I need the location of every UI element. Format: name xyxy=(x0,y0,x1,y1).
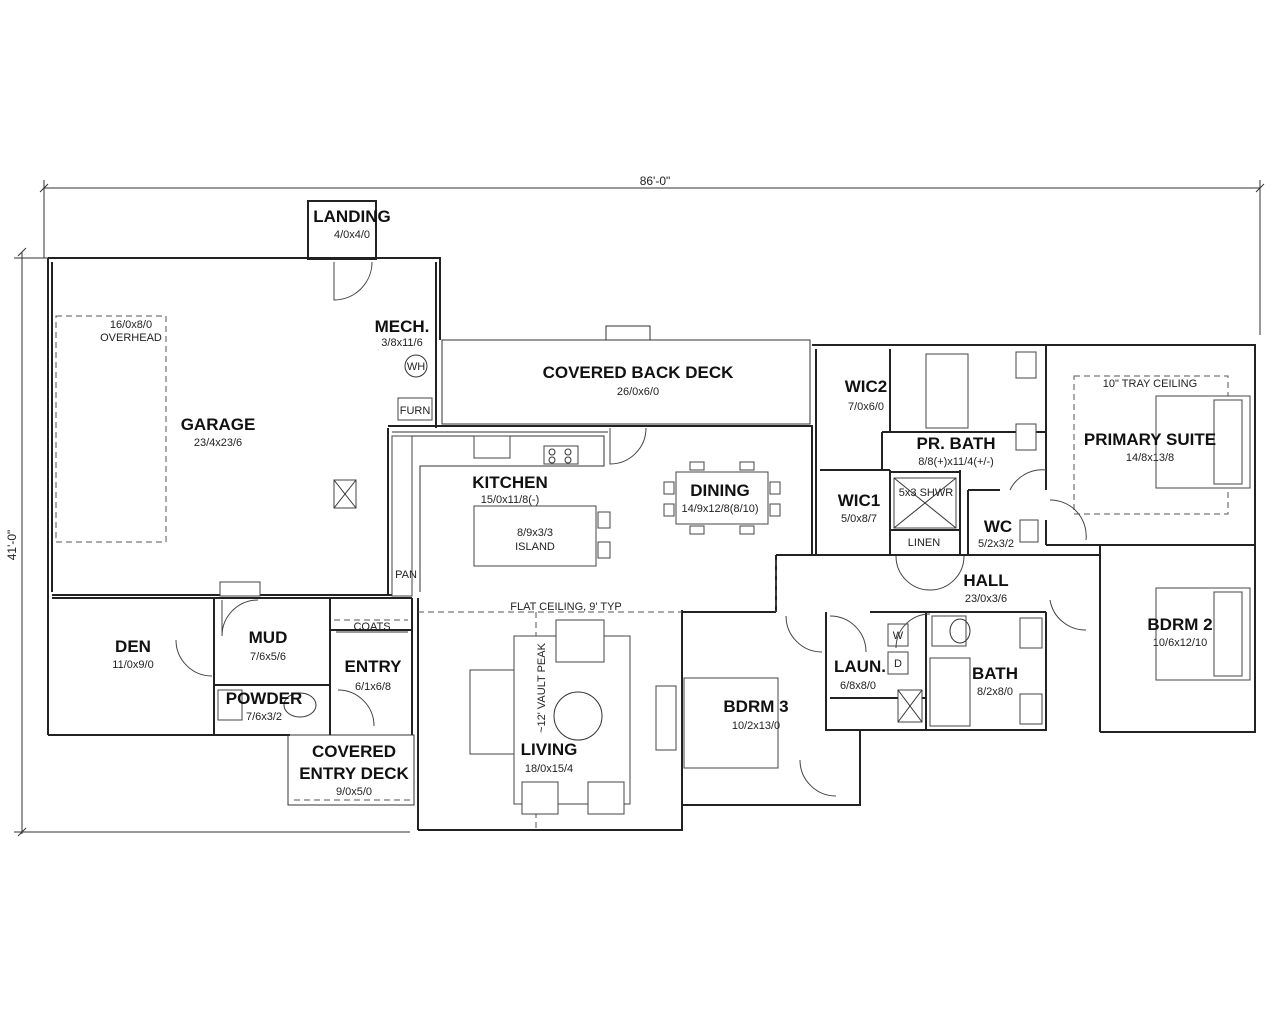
entry-size: 6/1x6/8 xyxy=(355,681,391,693)
living-size: 18/0x15/4 xyxy=(525,763,573,775)
overhead-door-label: OVERHEAD xyxy=(100,332,162,344)
bath-name: BATH xyxy=(972,664,1018,683)
den-size: 11/0x9/0 xyxy=(112,659,153,671)
wc-size: 5/2x3/2 xyxy=(978,538,1014,550)
garage-name: GARAGE xyxy=(181,415,256,434)
walls xyxy=(47,200,1256,831)
doors xyxy=(175,261,1087,797)
kitchen-size: 15/0x11/8(-) xyxy=(481,494,540,506)
pr-bath-name: PR. BATH xyxy=(916,434,995,453)
washer-label: W xyxy=(893,630,904,642)
mud-name: MUD xyxy=(249,628,288,647)
living-name: LIVING xyxy=(521,740,578,759)
entry-name: ENTRY xyxy=(345,657,403,676)
island-size: 8/9x3/3 xyxy=(517,527,553,539)
entry-deck-size: 9/0x5/0 xyxy=(336,786,372,798)
den-name: DEN xyxy=(115,637,151,656)
wic1-name: WIC1 xyxy=(838,491,881,510)
bdrm3-name: BDRM 3 xyxy=(723,697,788,716)
dryer-label: D xyxy=(894,658,902,670)
overall-width-label: 86'-0" xyxy=(640,174,671,188)
linen-label: LINEN xyxy=(908,537,940,549)
overhead-door-size: 16/0x8/0 xyxy=(110,319,152,331)
mud-size: 7/6x5/6 xyxy=(250,651,286,663)
primary-suite-size: 14/8x13/8 xyxy=(1126,452,1174,464)
water-heater-label: WH xyxy=(407,361,425,373)
dining-name: DINING xyxy=(690,481,750,500)
laundry-name: LAUN. xyxy=(834,657,886,676)
landing-size: 4/0x4/0 xyxy=(334,229,370,241)
hall-size: 23/0x3/6 xyxy=(965,593,1007,605)
overall-depth-label: 41'-0" xyxy=(5,530,19,561)
overall-depth-dimension: 41'-0" xyxy=(5,247,410,837)
flat-ceiling-note: FLAT CEILING, 9' TYP xyxy=(510,601,622,613)
wic1-size: 5/0x8/7 xyxy=(841,513,877,525)
wc-name: WC xyxy=(984,517,1012,536)
tray-ceiling-note: 10" TRAY CEILING xyxy=(1103,378,1197,390)
back-deck-size: 26/0x6/0 xyxy=(617,386,659,398)
dining-size: 14/9x12/8(8/10) xyxy=(681,503,758,515)
powder-name: POWDER xyxy=(226,689,303,708)
entry-deck-name-line1: COVERED xyxy=(312,742,396,761)
coats-label: COATS xyxy=(353,621,390,633)
back-deck-name: COVERED BACK DECK xyxy=(543,363,735,382)
landing-name: LANDING xyxy=(313,207,390,226)
primary-suite-name: PRIMARY SUITE xyxy=(1084,430,1216,449)
hall-name: HALL xyxy=(963,571,1008,590)
bath-size: 8/2x8/0 xyxy=(977,686,1013,698)
powder-size: 7/6x3/2 xyxy=(246,711,282,723)
fixtures xyxy=(217,351,1251,815)
vault-peak-note: ~12' VAULT PEAK xyxy=(536,642,548,733)
mech-name: MECH. xyxy=(375,317,430,336)
bdrm2-size: 10/6x12/10 xyxy=(1153,637,1207,649)
wic2-size: 7/0x6/0 xyxy=(848,401,884,413)
shower-label: 5x3 SHWR xyxy=(899,487,953,499)
bdrm2-name: BDRM 2 xyxy=(1147,615,1212,634)
furnace-label: FURN xyxy=(400,405,431,417)
pr-bath-size: 8/8(+)x11/4(+/-) xyxy=(918,456,994,468)
bdrm3-size: 10/2x13/0 xyxy=(732,720,780,732)
wic2-name: WIC2 xyxy=(845,377,888,396)
garage-size: 23/4x23/6 xyxy=(194,437,242,449)
island-label: ISLAND xyxy=(515,541,555,553)
kitchen-name: KITCHEN xyxy=(472,473,548,492)
mech-size: 3/8x11/6 xyxy=(381,337,422,349)
pantry-label: PAN xyxy=(395,569,417,581)
overall-width-dimension: 86'-0" xyxy=(39,174,1265,335)
laundry-size: 6/8x8/0 xyxy=(840,680,876,692)
entry-deck-name-line2: ENTRY DECK xyxy=(299,764,409,783)
